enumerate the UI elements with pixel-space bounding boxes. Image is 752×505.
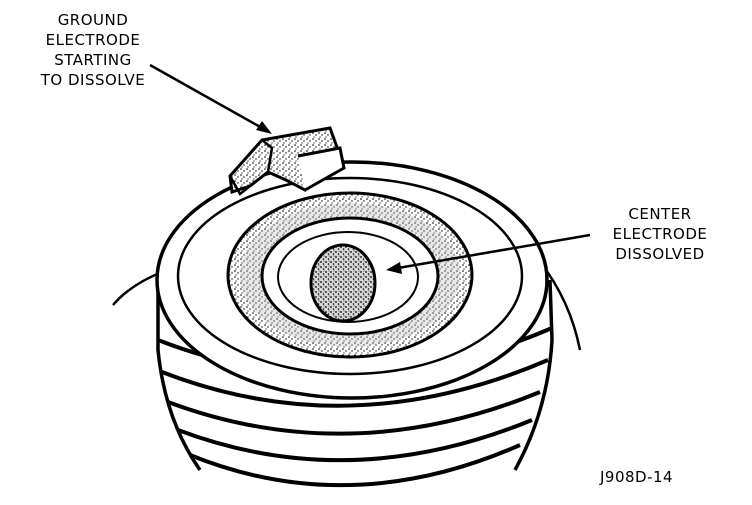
ground-label-line-1: GROUND bbox=[57, 11, 129, 29]
thread-ring-3 bbox=[167, 390, 541, 436]
ground-electrode-label: GROUND ELECTRODE STARTING TO DISSOLVE bbox=[18, 10, 168, 90]
body-left-side bbox=[156, 290, 202, 472]
center-label-line-3: DISSOLVED bbox=[615, 245, 705, 263]
thread-ring-4 bbox=[177, 418, 533, 463]
ground-label-line-4: TO DISSOLVE bbox=[40, 71, 146, 89]
center-label-line-2: ELECTRODE bbox=[612, 225, 708, 243]
thread-ring-5 bbox=[189, 443, 521, 488]
center-leader-arrow bbox=[386, 233, 591, 274]
figure-code: J908D-14 bbox=[600, 468, 674, 486]
ground-leader-arrow bbox=[149, 63, 272, 134]
thread-ring-2 bbox=[161, 358, 549, 408]
shell-lip bbox=[176, 176, 524, 376]
center-label-line-1: CENTER bbox=[628, 205, 692, 223]
center-electrode bbox=[309, 243, 377, 323]
ground-electrode bbox=[228, 126, 346, 196]
ground-label-line-3: STARTING bbox=[54, 51, 132, 69]
body-right-side bbox=[513, 279, 554, 471]
center-electrode-label: CENTER ELECTRODE DISSOLVED bbox=[585, 204, 735, 264]
outer-body-left-curve bbox=[112, 270, 163, 306]
ground-label-line-2: ELECTRODE bbox=[45, 31, 141, 49]
